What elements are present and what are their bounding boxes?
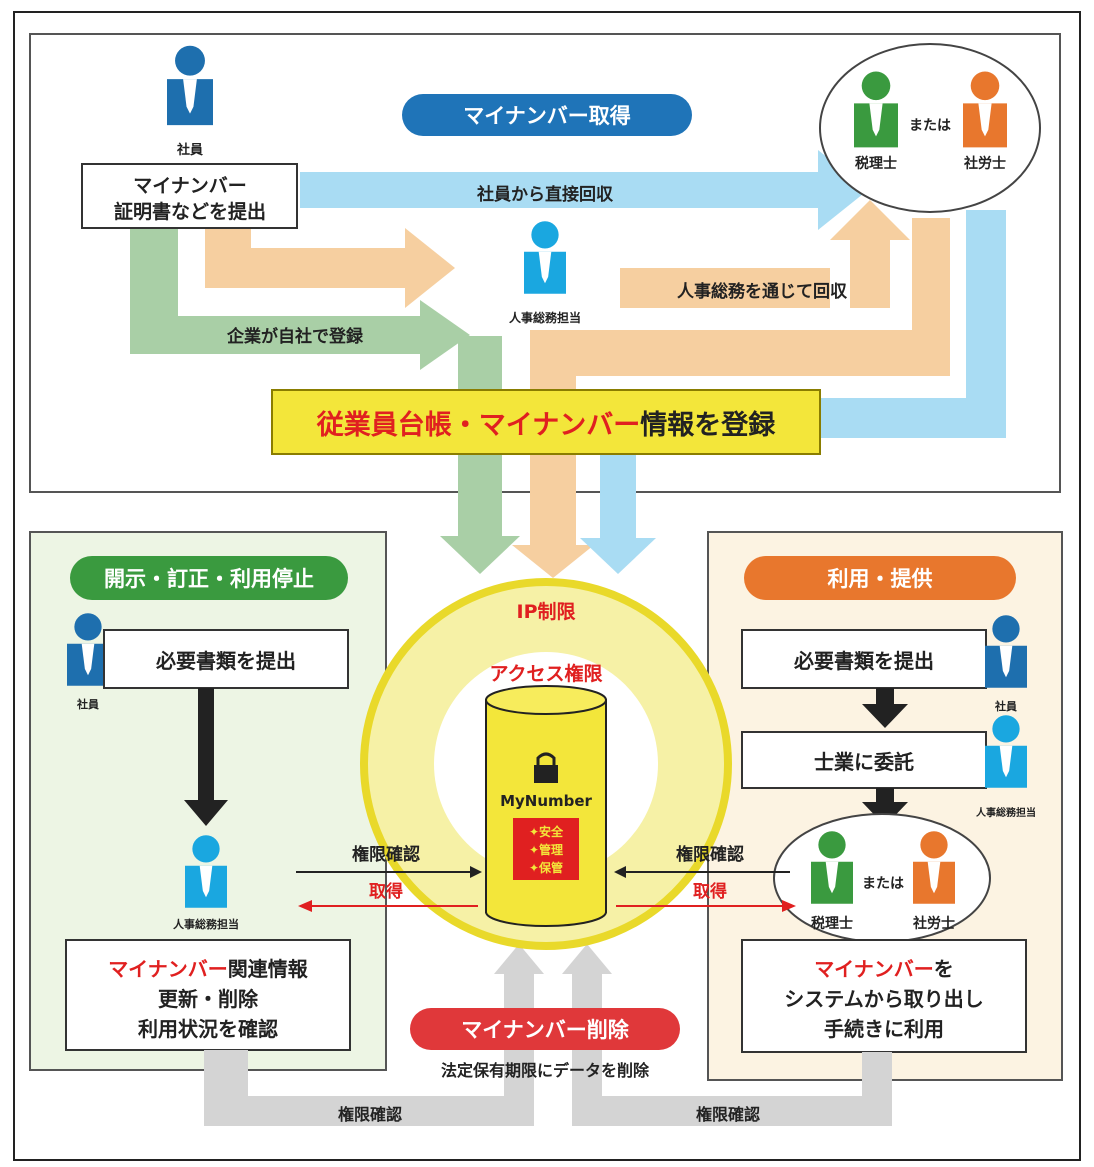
left-info-black: 関連情報 [228, 957, 309, 981]
submit-box-line1: マイナンバー [133, 175, 247, 197]
blue-flow-arrow [300, 150, 1006, 574]
submit-documents-box [81, 163, 298, 229]
left-info-red: マイナンバー [108, 957, 228, 981]
bottom-check-left-label: 権限確認 [338, 1105, 402, 1124]
company-register-label: 企業が自社で登録 [226, 326, 364, 347]
db-label: MyNumber [500, 792, 592, 810]
left-down-arrow [184, 688, 228, 826]
left-check-label: 権限確認 [352, 844, 420, 865]
bottom-check-right-label: 権限確認 [696, 1105, 760, 1124]
direct-collect-label: 社員から直接回収 [476, 184, 614, 205]
right-down-arrow-1 [862, 688, 908, 728]
right-use-red: マイナンバー [814, 957, 934, 981]
submit-box-line2: 証明書などを提出 [114, 200, 266, 223]
right-use-black: を [934, 957, 954, 981]
right-use-line1: マイナンバーを [814, 957, 954, 981]
labor-consultant-label-top: 社労士 [963, 155, 1006, 172]
left-info-line2: 更新・削除 [158, 987, 259, 1011]
db-item-3: ✦保管 [529, 860, 563, 875]
right-use-box [741, 939, 1027, 1053]
right-use-line3: 手続きに利用 [824, 1017, 944, 1041]
right-submit-label: 必要書類を提出 [793, 649, 934, 673]
access-label: アクセス権限 [489, 662, 602, 685]
left-employee-label: 社員 [76, 697, 99, 711]
left-get-label: 取得 [369, 881, 403, 902]
ip-label: IP制限 [517, 600, 576, 623]
register-banner-red: 従業員台帳・マイナンバー [316, 409, 640, 441]
right-check-label: 権限確認 [676, 844, 744, 865]
labor-consultant-label-bottom: 社労士 [912, 915, 955, 932]
right-permission-arrows [614, 866, 796, 912]
via-hr-label: 人事総務を通じて回収 [677, 281, 848, 302]
register-banner [271, 389, 821, 455]
lock-icon [534, 752, 558, 783]
entrust-label: 士業に委託 [814, 750, 914, 774]
disclosure-pill-label: 開示・訂正・利用停止 [104, 567, 314, 591]
left-permission-arrows [296, 866, 482, 912]
left-info-box [65, 939, 351, 1051]
delete-note: 法定保有期限にデータを削除 [441, 1061, 650, 1080]
hr-label: 人事総務担当 [509, 310, 581, 325]
right-submit-box [741, 629, 987, 689]
register-banner-black: 情報を登録 [640, 409, 776, 441]
delete-pill [410, 1008, 680, 1050]
disclosure-pill [70, 556, 348, 600]
or-text-top: または [909, 118, 951, 134]
right-get-label: 取得 [693, 881, 727, 902]
left-submit-box [103, 629, 349, 689]
left-info-line1: マイナンバー関連情報 [108, 957, 309, 981]
tax-accountant-label-bottom: 税理士 [811, 915, 853, 932]
register-banner-text: 従業員台帳・マイナンバー情報を登録 [316, 409, 776, 441]
delete-pill-label: マイナンバー削除 [461, 1018, 630, 1042]
orange-flow-arrow [205, 200, 950, 578]
acquire-pill-label: マイナンバー取得 [463, 104, 631, 128]
right-hr-label: 人事総務担当 [976, 806, 1036, 819]
db-item-2: ✦管理 [529, 842, 563, 857]
usage-pill [744, 556, 1016, 600]
right-employee-label: 社員 [994, 699, 1017, 713]
left-info-line3: 利用状況を確認 [138, 1017, 278, 1041]
db-item-1-text: 安全 [539, 824, 564, 839]
tax-accountant-label-top: 税理士 [855, 155, 897, 172]
or-text-bottom: または [862, 876, 904, 892]
entrust-box [741, 731, 987, 789]
db-item-3-text: 保管 [538, 860, 563, 875]
left-hr-label: 人事総務担当 [173, 917, 239, 931]
acquire-pill [402, 94, 692, 136]
db-item-2-text: 管理 [539, 842, 563, 857]
right-use-line2: システムから取り出し [784, 987, 983, 1011]
db-feature-box [513, 818, 579, 880]
left-submit-label: 必要書類を提出 [155, 649, 296, 673]
db-item-1: ✦安全 [529, 824, 564, 839]
employee-label: 社員 [176, 142, 203, 158]
usage-pill-label: 利用・提供 [828, 567, 933, 591]
